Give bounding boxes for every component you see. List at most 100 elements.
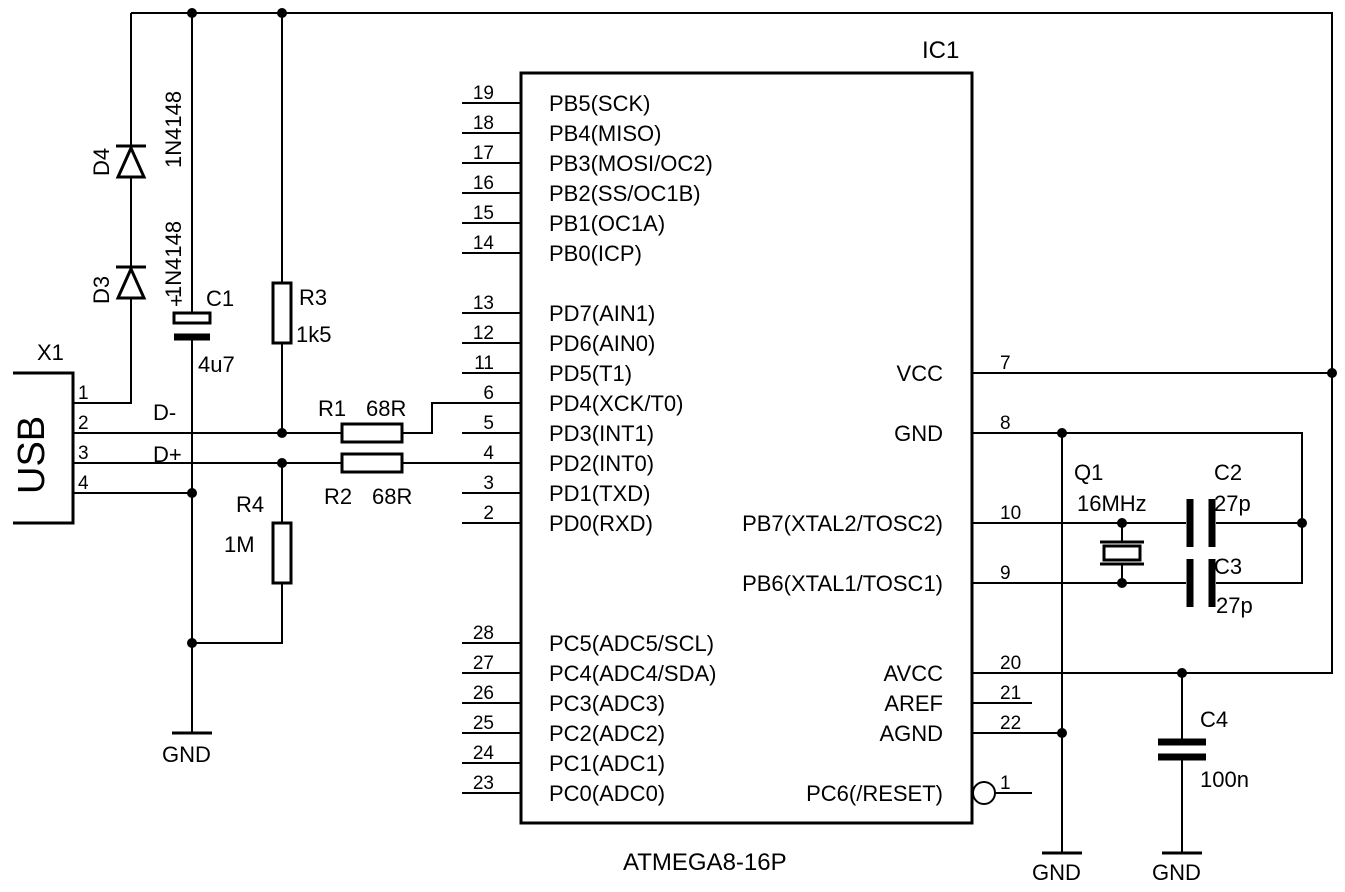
capacitor-c2[interactable]	[1186, 499, 1216, 547]
ic1-pin-number: 26	[473, 683, 494, 704]
c1-positive-plate[interactable]	[172, 311, 212, 325]
ic1-pin-name: PD5(T1)	[549, 361, 632, 386]
ic1-pin-number: 15	[473, 203, 494, 224]
gnd-label-mid: GND	[1032, 860, 1081, 885]
xtal-wire	[972, 522, 1302, 584]
ic1-pin-number: 11	[474, 353, 494, 374]
ic1-pin-name: PD6(AIN0)	[549, 331, 655, 356]
ic1-pin-number: 19	[473, 83, 494, 104]
r1-value: 68R	[366, 396, 406, 421]
ic1-pin-name: PD4(XCK/T0)	[549, 391, 683, 416]
ic1-pin-name: VCC	[897, 361, 944, 386]
ic1-pin-number: 13	[473, 293, 494, 314]
dminus-wire	[73, 402, 521, 434]
r3-ref: R3	[299, 285, 327, 310]
c1-value: 4u7	[198, 352, 235, 377]
ic1-ref: IC1	[922, 37, 959, 64]
q1-value: 16MHz	[1077, 491, 1147, 516]
d4-ref: D4	[89, 148, 114, 176]
d3-ref: D3	[89, 276, 114, 304]
diode-d4[interactable]	[115, 144, 147, 179]
ic1-pin-name: PC5(ADC5/SCL)	[549, 631, 714, 656]
c3-value: 27p	[1216, 593, 1253, 618]
ic1-pin-name: PB1(OC1A)	[549, 211, 665, 236]
junction-dot	[1057, 728, 1067, 738]
resistor-r3[interactable]	[271, 281, 293, 345]
usb-pin-1: 1	[78, 383, 89, 404]
gnd-label-right: GND	[1152, 860, 1201, 885]
ic1-pin-number: 21	[1000, 683, 1021, 704]
d4-value: 1N4148	[161, 91, 186, 168]
ic1-pin-number: 3	[483, 473, 494, 494]
ic1-pin-name: PB5(SCK)	[549, 91, 650, 116]
c3-ref: C3	[1214, 554, 1242, 579]
usb-pin-3: 3	[78, 443, 89, 464]
usb-pin-2: 2	[78, 413, 89, 434]
ic1-pin-number: 18	[473, 113, 494, 134]
ic1-pin-number: 23	[473, 773, 494, 794]
ic1-pin-name: PC6(/RESET)	[806, 781, 943, 806]
ic1-pin-number: 28	[473, 623, 494, 644]
ic1-pin-number: 7	[1000, 353, 1011, 374]
diode-d3[interactable]	[115, 265, 147, 300]
ic1-pin-number: 25	[473, 713, 494, 734]
ic1-pin-number: 24	[473, 743, 495, 764]
ic1-pin-name: PD7(AIN1)	[549, 301, 655, 326]
r2-value: 68R	[372, 484, 412, 509]
ic1-pin-name: PC0(ADC0)	[549, 781, 665, 806]
gnd-bus-wire	[972, 432, 1303, 853]
ic1-body[interactable]	[519, 71, 974, 825]
junction-dot	[1327, 368, 1337, 378]
d3-value: 1N4148	[161, 221, 186, 298]
ic1-pin-number: 9	[1000, 563, 1011, 584]
ic1-pin-name: PB7(XTAL2/TOSC2)	[742, 511, 943, 536]
ic1-pin-name: PC1(ADC1)	[549, 751, 665, 776]
usb-pin-4: 4	[78, 473, 89, 494]
resistor-r1[interactable]	[340, 422, 404, 444]
resistor-r2[interactable]	[340, 452, 404, 474]
ic1-pin-number: 16	[473, 173, 494, 194]
ic1-pin-number: 4	[483, 443, 494, 464]
reset-inversion-bubble	[972, 781, 996, 805]
ic1-pin-name: PB3(MOSI/OC2)	[549, 151, 713, 176]
ic1-pin-name: PB2(SS/OC1B)	[549, 181, 701, 206]
r3-value: 1k5	[296, 322, 331, 347]
ic1-pin-name: PC4(ADC4/SDA)	[549, 661, 716, 686]
ic1-pin-number: 12	[473, 323, 494, 344]
r1-ref: R1	[318, 396, 346, 421]
ic1-pin-number: 20	[1000, 653, 1021, 674]
ic1-pin-name: PD0(RXD)	[549, 511, 653, 536]
vcc-rail-wire	[131, 12, 1333, 674]
ic1-pin-name: PD2(INT0)	[549, 451, 654, 476]
usb-ref: X1	[37, 340, 64, 365]
r2-ref: R2	[324, 484, 352, 509]
capacitor-c3[interactable]	[1186, 559, 1216, 607]
ic1-pin-number: 14	[473, 233, 495, 254]
r4-wire	[192, 463, 283, 644]
ic1-pin-number: 22	[1000, 713, 1021, 734]
usb-label: USB	[11, 416, 53, 494]
ic1-pin-number: 10	[1000, 503, 1021, 524]
junction-dot	[1117, 518, 1127, 528]
ic1-pin-name: PB0(ICP)	[549, 241, 642, 266]
q1-electrodes	[1100, 540, 1144, 566]
capacitor-c4[interactable]	[1158, 738, 1206, 761]
ic1-pin-number: 27	[473, 653, 494, 674]
ic1-pin-name: AGND	[879, 721, 943, 746]
junction-dot	[1057, 428, 1067, 438]
junction-dot	[1117, 578, 1127, 588]
ic1-pin-number: 1	[1000, 773, 1011, 794]
usb-connector-body[interactable]	[13, 371, 75, 525]
c2-ref: C2	[1214, 460, 1242, 485]
r4-value: 1M	[224, 532, 255, 557]
resistor-r4[interactable]	[271, 521, 293, 585]
ic1-pin-number: 6	[483, 383, 494, 404]
dminus-label: D-	[153, 400, 176, 425]
c1-polarity: +	[170, 288, 183, 313]
ic1-pin-name: GND	[894, 421, 943, 446]
ic1-pin-name: PB4(MISO)	[549, 121, 661, 146]
c1-ref: C1	[206, 286, 234, 311]
crystal-q1[interactable]	[1102, 544, 1142, 562]
c4-ref: C4	[1200, 707, 1228, 732]
